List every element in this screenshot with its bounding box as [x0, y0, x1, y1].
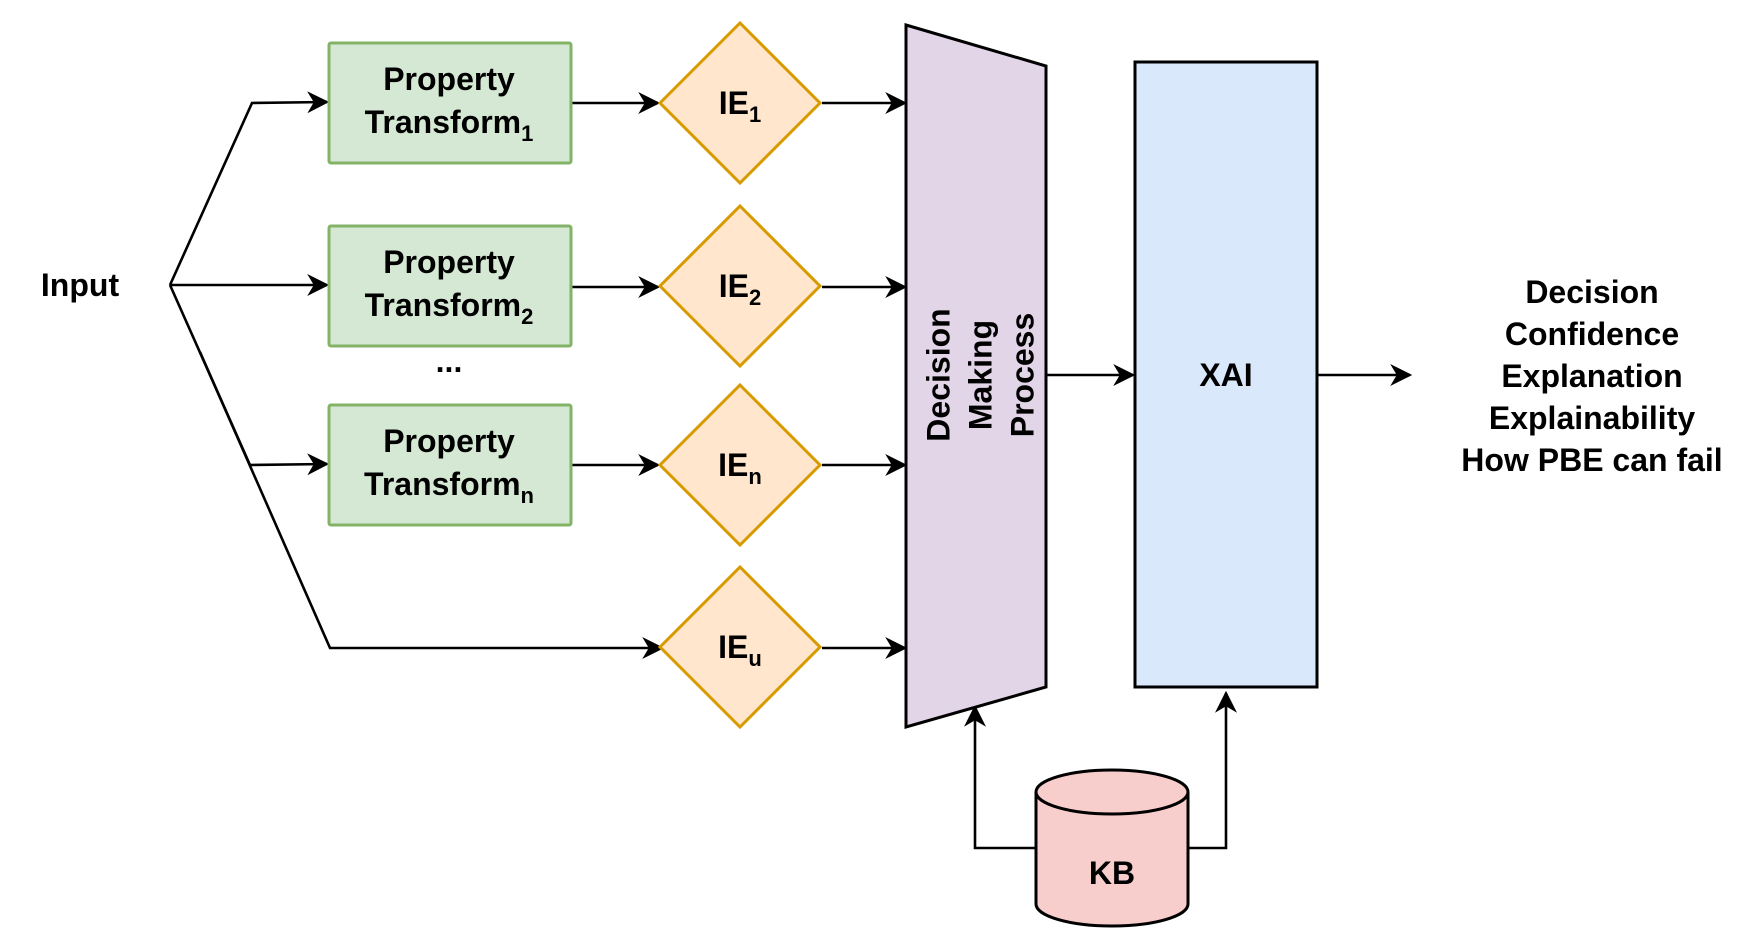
- property-transform-box: [327, 403, 573, 527]
- property-transform-title: Property: [383, 423, 515, 459]
- xai-box: [1133, 60, 1319, 689]
- xai-block: XAI: [1133, 60, 1319, 689]
- property-transform-n: Property Transformn: [327, 403, 573, 527]
- edge-input-to-transform-1: [168, 91, 330, 286]
- ie-label: IE1: [719, 85, 761, 127]
- ie-diamond: [657, 564, 823, 730]
- property-transform-title: Property: [383, 61, 515, 97]
- edge-input-to-ie-u: [198, 351, 665, 659]
- property-transform-1: Property Transform1: [327, 41, 573, 165]
- kb-database: KB: [1034, 768, 1190, 928]
- decision-process-shape: [904, 22, 1048, 729]
- ie-label: IEu: [718, 629, 762, 671]
- kb-cylinder-top: [1034, 768, 1190, 816]
- decision-process-line-1: Decision: [920, 308, 956, 441]
- decision-process-line-2: Making: [962, 320, 998, 430]
- ellipsis-label: ...: [436, 343, 463, 379]
- property-transform-2: Property Transform2: [327, 224, 573, 348]
- output-item: Explainability: [1489, 400, 1695, 436]
- ie-node-2: IE2: [657, 203, 823, 369]
- property-transform-subtitle: Transformn: [364, 466, 534, 508]
- kb-label: KB: [1089, 855, 1135, 891]
- property-transform-subtitle: Transform2: [365, 287, 534, 329]
- output-item: Decision: [1525, 274, 1658, 310]
- kb-cylinder-body: [1034, 792, 1190, 928]
- xai-label: XAI: [1199, 357, 1252, 393]
- ie-label: IEn: [718, 447, 762, 489]
- edges: [168, 91, 1413, 850]
- property-transform-title: Property: [383, 244, 515, 280]
- property-transform-box: [327, 224, 573, 348]
- output-item: Confidence: [1505, 316, 1679, 352]
- property-transform-subtitle: Transform1: [365, 104, 534, 146]
- edge-kb-to-xai: [1188, 690, 1237, 850]
- input-label: Input: [41, 267, 120, 303]
- ie-node-u: IEu: [657, 564, 823, 730]
- output-item: Explanation: [1501, 358, 1682, 394]
- output-item: How PBE can fail: [1461, 442, 1722, 478]
- edge-kb-to-process: [964, 704, 1036, 850]
- decision-making-process: Decision Making Process: [904, 22, 1048, 729]
- output-list: Decision Confidence Explanation Explaina…: [1461, 274, 1722, 478]
- ie-node-n: IEn: [657, 382, 823, 548]
- decision-process-line-3: Process: [1004, 313, 1040, 438]
- ie-diamond: [657, 203, 823, 369]
- ie-label: IE2: [719, 268, 761, 310]
- ie-diamond: [657, 20, 823, 186]
- ie-node-1: IE1: [657, 20, 823, 186]
- property-transform-box: [327, 41, 573, 165]
- edge-input-to-transform-n: [168, 284, 330, 476]
- ie-diamond: [657, 382, 823, 548]
